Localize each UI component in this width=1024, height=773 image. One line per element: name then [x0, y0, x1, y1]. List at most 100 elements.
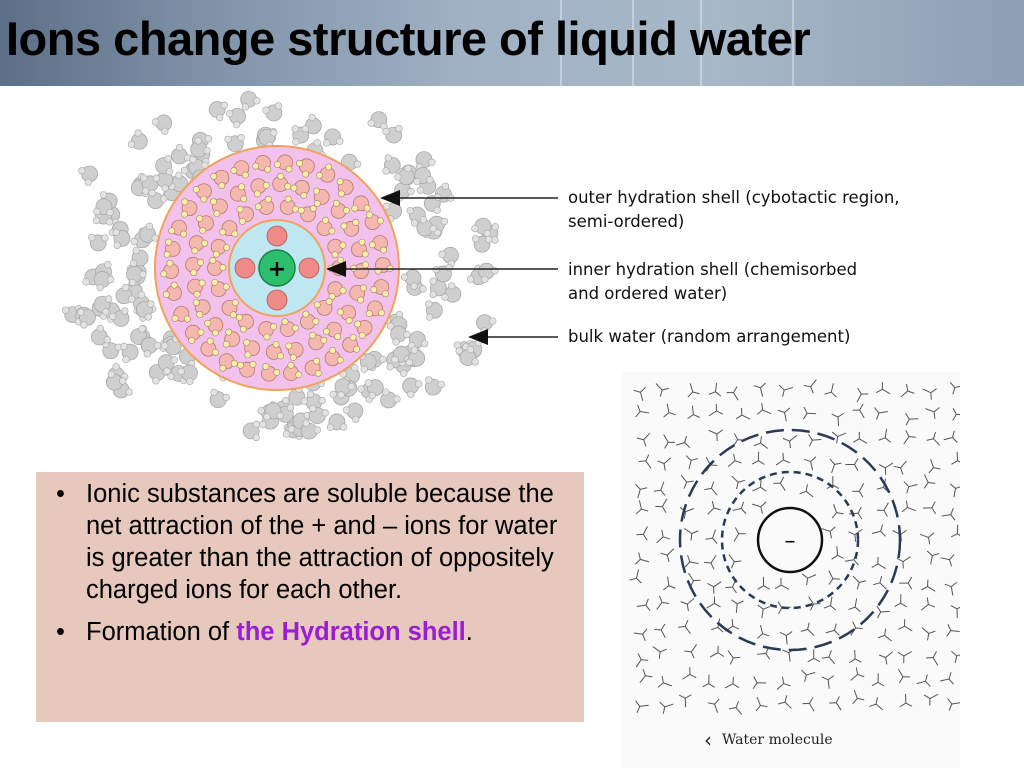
water-molecule-glyph [853, 690, 864, 704]
water-molecule-glyph [872, 525, 886, 537]
water-molecule-glyph [898, 619, 912, 631]
hydrogen-atom [283, 431, 290, 438]
water-molecule-glyph [872, 557, 886, 569]
water-molecule-glyph [926, 652, 938, 666]
water-molecule-glyph [684, 528, 698, 540]
water-molecule-glyph [950, 484, 960, 497]
water-molecule-glyph [947, 624, 960, 636]
water-molecule-glyph [752, 502, 766, 514]
water-molecule-glyph [780, 632, 792, 645]
water-molecule-glyph [783, 436, 797, 448]
hydrogen-atom [327, 424, 334, 431]
water-molecule-glyph [636, 405, 649, 417]
water-molecule-glyph [635, 553, 649, 565]
water-molecule-glyph [874, 408, 887, 420]
water-molecule-glyph [757, 403, 771, 414]
water-molecule-glyph [704, 556, 716, 570]
water-molecule-glyph [853, 432, 867, 444]
water-molecule-glyph [804, 380, 817, 394]
water-molecule-glyph [849, 650, 861, 663]
water-molecule-glyph [849, 598, 861, 611]
water-molecule-glyph [945, 582, 957, 595]
water-molecule-glyph [709, 430, 723, 441]
hydrogen-atom [253, 421, 260, 428]
water-molecule-glyph [876, 382, 890, 394]
hydrogen-atom [253, 434, 260, 441]
water-molecule-glyph [877, 606, 890, 618]
water-molecule-glyph [951, 525, 960, 538]
water-molecule-glyph [678, 620, 690, 634]
water-molecule-glyph [926, 407, 940, 418]
water-molecule-glyph [773, 477, 785, 491]
legend-label: Water molecule [722, 732, 833, 748]
water-molecule-glyph [753, 676, 766, 688]
water-molecule-glyph [830, 459, 841, 473]
hydrogen-atom [264, 413, 271, 420]
water-molecule-glyph [727, 387, 739, 401]
water-molecule-glyph [920, 533, 934, 544]
water-molecule-glyph [808, 434, 821, 446]
callout-outer-shell: outer hydration shell (cybotactic region… [568, 186, 900, 234]
water-molecule-glyph [822, 527, 836, 539]
water-molecule-glyph [878, 629, 892, 642]
water-molecule-glyph [950, 382, 960, 394]
water-molecule-glyph [952, 651, 960, 663]
water-molecule-glyph [929, 459, 941, 473]
water-molecule-glyph [706, 530, 717, 544]
water-molecule-glyph [832, 504, 843, 518]
water-molecule-glyph [756, 697, 767, 711]
water-molecule-glyph [951, 605, 960, 618]
hydrogen-atom [343, 407, 350, 414]
water-molecule-glyph [832, 432, 846, 443]
water-molecule-glyph [708, 699, 719, 713]
hydrogen-atom [303, 420, 310, 427]
water-molecule-glyph [637, 433, 650, 446]
water-molecule-glyph [832, 546, 844, 559]
water-molecule-glyph [732, 476, 745, 489]
water-molecule-glyph [636, 500, 648, 513]
water-molecule-glyph [869, 697, 882, 710]
water-molecule-glyph [853, 576, 866, 589]
water-molecule-glyph [906, 413, 919, 425]
hydrogen-atom [309, 405, 316, 412]
water-molecule-glyph [663, 577, 675, 590]
water-molecule-glyph [779, 385, 793, 397]
water-molecule-glyph [921, 598, 935, 611]
water-molecule-glyph [708, 501, 721, 514]
water-molecule-glyph [685, 555, 698, 567]
water-molecule-glyph [917, 675, 931, 687]
bullet-list: Ionic substances are soluble because the… [50, 478, 574, 648]
water-molecule-glyph [676, 436, 690, 448]
water-molecule-glyph [658, 458, 671, 471]
water-molecule-glyph [757, 625, 769, 638]
water-molecule-glyph [898, 652, 912, 663]
water-molecule-glyph [630, 570, 642, 584]
water-molecule-glyph [775, 578, 789, 589]
hydrogen-atom [322, 410, 329, 417]
water-molecule-glyph [829, 571, 840, 585]
water-molecule-glyph [707, 596, 721, 608]
water-molecule-glyph [902, 501, 916, 512]
water-network-diagram: – [622, 372, 960, 768]
arrow-inner-shell [326, 261, 346, 277]
bullet-item: Formation of the Hydration shell. [86, 616, 574, 648]
water-molecule-glyph [832, 413, 844, 426]
water-molecule-glyph [664, 435, 676, 449]
water-molecule-glyph [808, 649, 820, 662]
water-molecule-glyph [824, 597, 836, 610]
water-molecule-glyph [634, 387, 646, 401]
water-molecule-glyph [636, 701, 649, 713]
water-molecule-glyph [822, 676, 834, 689]
water-molecule-glyph [639, 455, 651, 469]
hydrogen-atom [287, 404, 294, 411]
water-molecule-glyph [725, 677, 739, 688]
highlight-term: the Hydration shell [236, 618, 466, 646]
water-molecule-glyph [897, 557, 911, 569]
water-molecule-glyph [825, 383, 837, 397]
water-molecule-glyph [849, 507, 862, 519]
bullet-item: Ionic substances are soluble because the… [86, 478, 574, 606]
water-molecule-glyph [904, 482, 918, 494]
water-molecule-glyph [901, 384, 914, 397]
water-molecule-icon: ‹ [704, 728, 712, 752]
water-molecule-glyph [654, 482, 665, 496]
